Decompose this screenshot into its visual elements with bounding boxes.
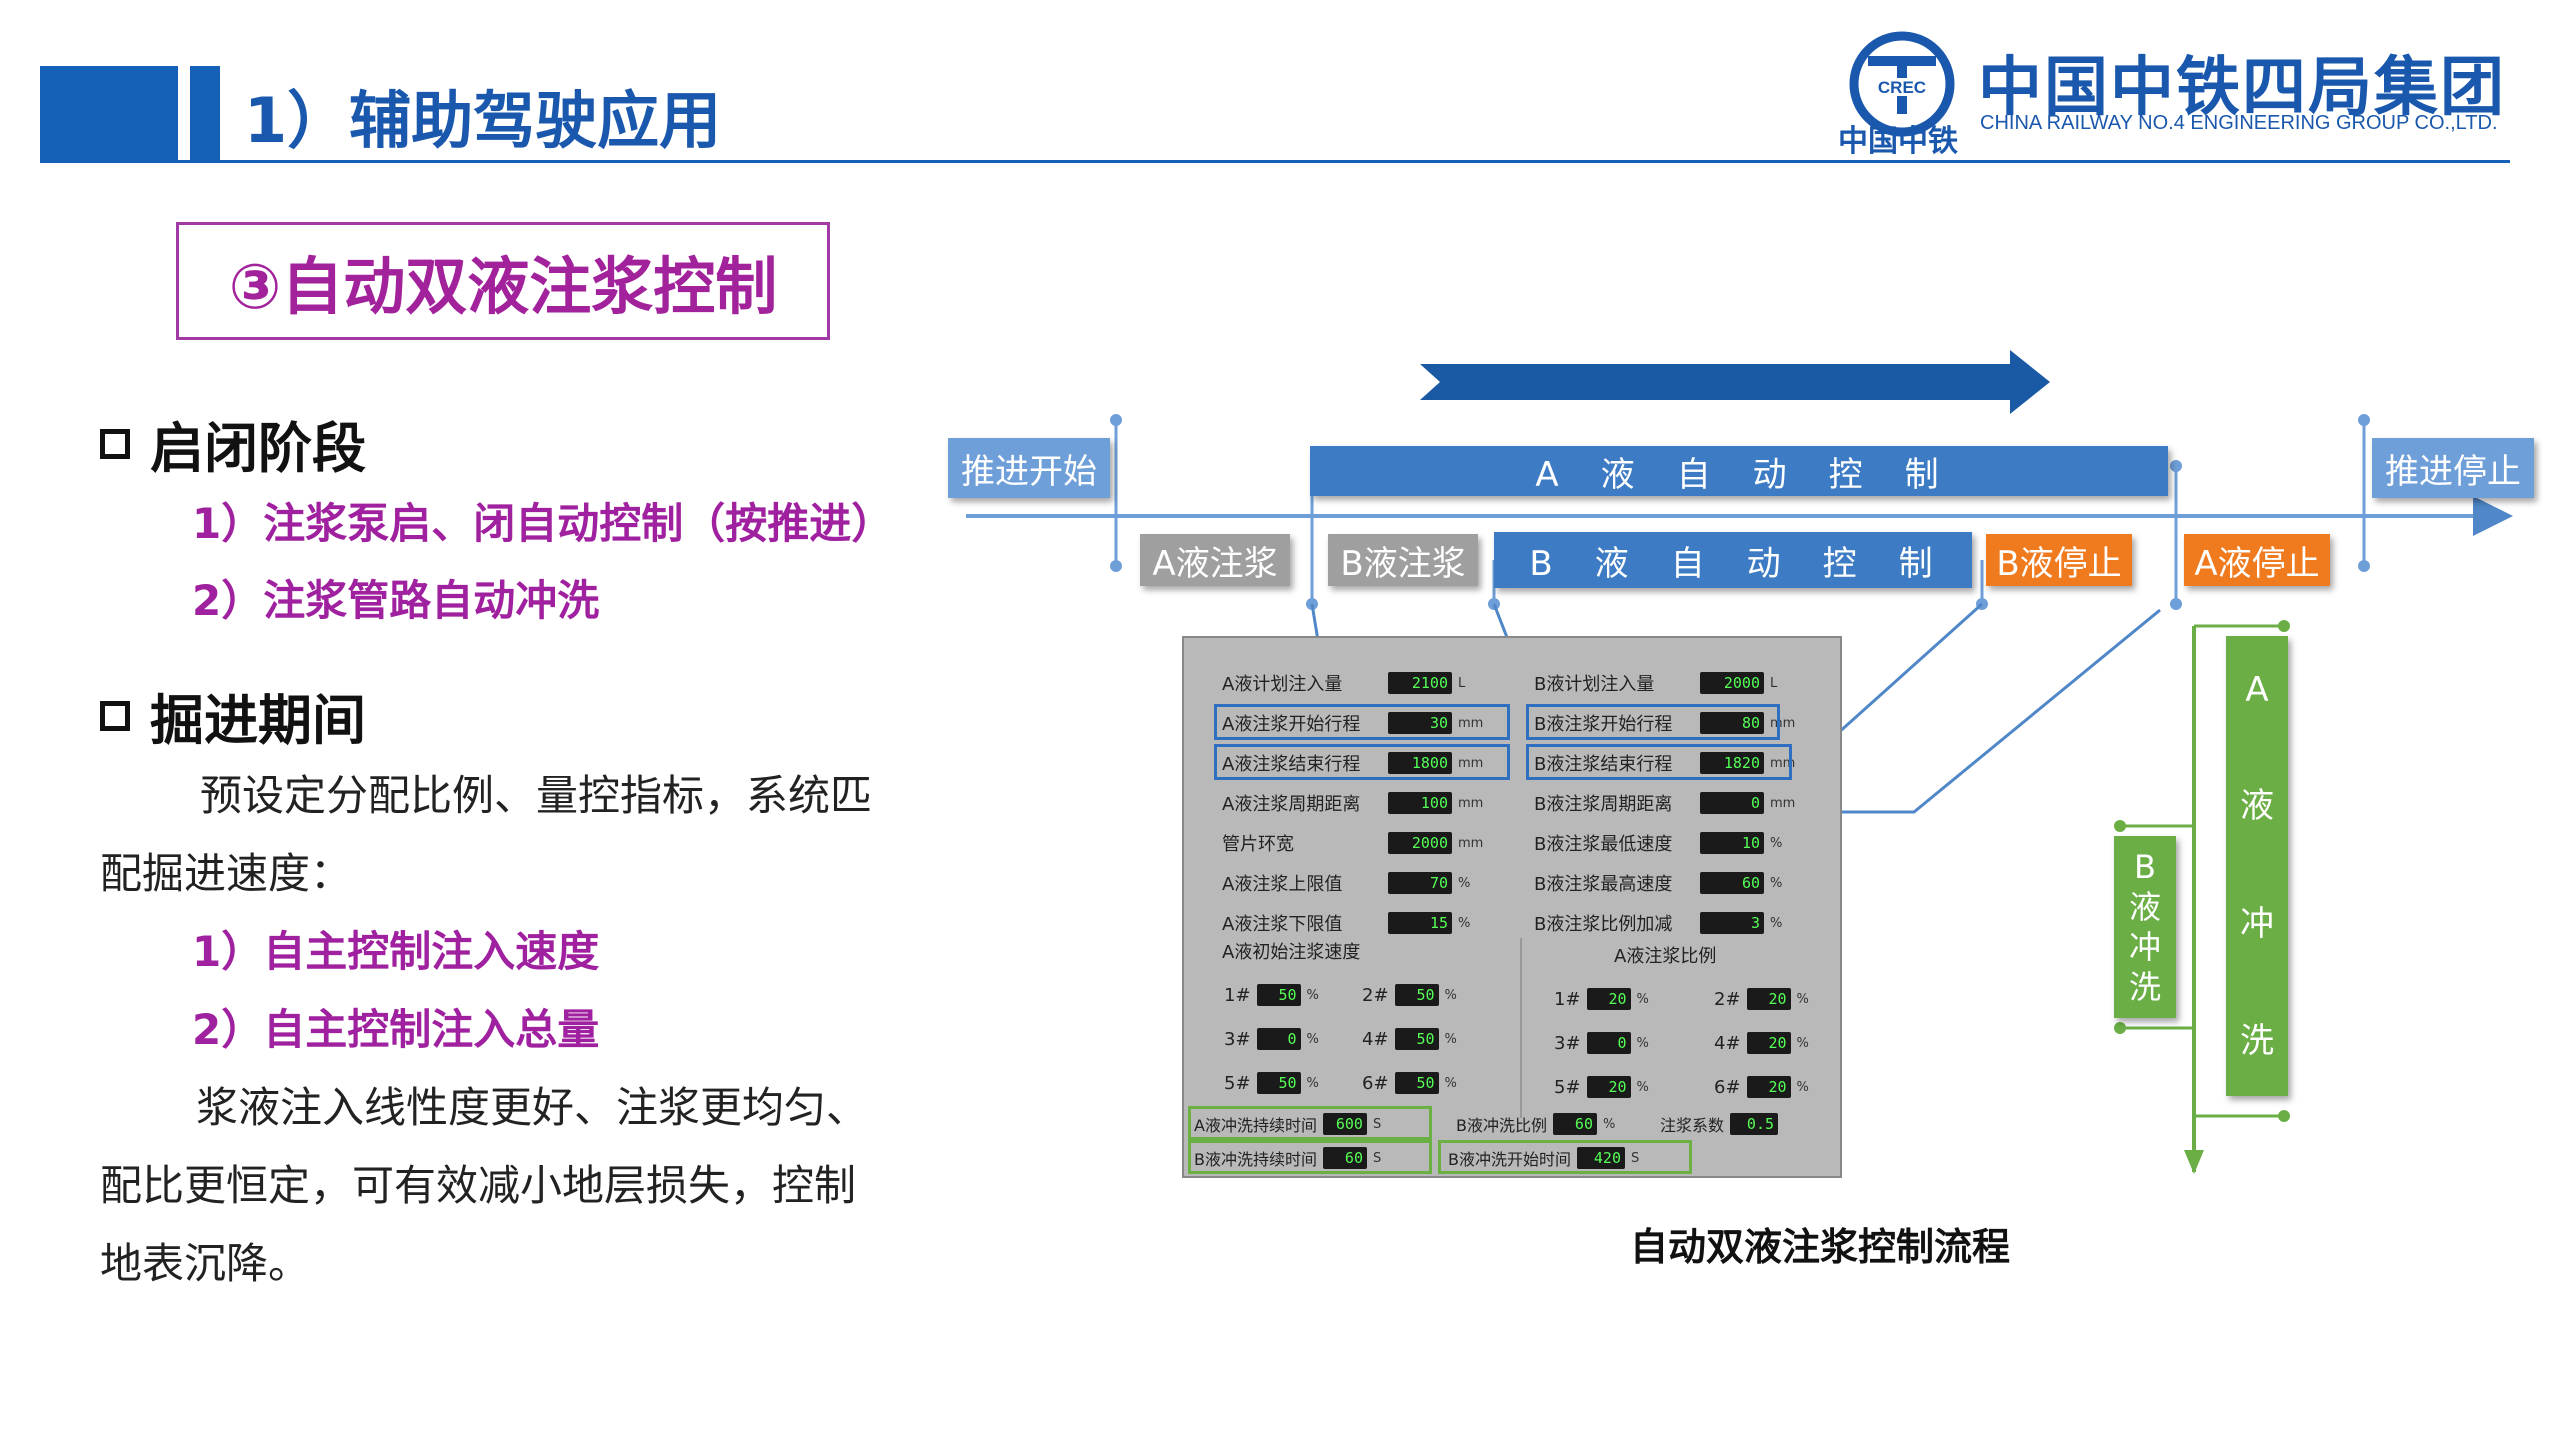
highlight-a-start — [1214, 704, 1510, 740]
body-line-2: 配掘进速度： — [100, 849, 353, 898]
crec-logo-icon: CREC — [1849, 31, 1955, 137]
body-line-4: 配比更恒定，可有效减小地层损失，控制 — [100, 1161, 857, 1210]
point-speed-control: 1）自主控制注入速度 — [192, 927, 600, 976]
section-title-box: ③自动双液注浆控制 — [176, 222, 830, 340]
highlight-b-flush-start — [1438, 1140, 1692, 1174]
tag-b-inject: B液注浆 — [1328, 534, 1478, 586]
grid-cell: 6#20% — [1714, 1076, 1809, 1098]
grid-cell: 3#0% — [1554, 1032, 1649, 1054]
grid-cell: 4#20% — [1714, 1032, 1809, 1054]
bar-a-auto-control: A 液 自 动 控 制 — [1310, 446, 2168, 496]
grid-cell: 1#20% — [1554, 988, 1649, 1010]
panel-divider — [1520, 938, 1522, 1118]
header-accent-bar-small — [190, 66, 220, 162]
highlight-b-flush-duration — [1188, 1140, 1432, 1174]
highlight-a-flush-duration — [1188, 1106, 1432, 1140]
section-title: ③自动双液注浆控制 — [228, 250, 778, 323]
header-divider — [40, 160, 2510, 163]
grid-cell: 2#20% — [1714, 988, 1809, 1010]
tag-push-start: 推进开始 — [948, 438, 1110, 498]
grid-cell: 6#50% — [1362, 1072, 1457, 1094]
point-volume-control: 2）自主控制注入总量 — [192, 1005, 600, 1054]
checkbox-square-icon — [100, 700, 130, 731]
highlight-b-start — [1526, 704, 1780, 740]
highlight-a-end — [1214, 744, 1510, 780]
grid-cell: 5#50% — [1224, 1072, 1319, 1094]
point-pipe-flush: 2）注浆管路自动冲洗 — [192, 576, 600, 625]
diagram-caption: 自动双液注浆控制流程 — [1630, 1225, 2011, 1269]
checkbox-square-icon — [100, 428, 130, 459]
grid-cell: 4#50% — [1362, 1028, 1457, 1050]
heading-startstop: 启闭阶段 — [100, 404, 366, 483]
company-name: 中国中铁四局集团 — [1978, 51, 2506, 125]
company-name-en: CHINA RAILWAY NO.4 ENGINEERING GROUP CO.… — [1980, 112, 2498, 134]
page-title: 1）辅助驾驶应用 — [244, 84, 722, 157]
grid-cell: 2#50% — [1362, 984, 1457, 1006]
right-grid-title: A液注浆比例 — [1614, 946, 1717, 967]
bar-b-auto-control: B 液 自 动 控 制 — [1494, 532, 1972, 588]
logo-mark-text: CREC — [1878, 78, 1926, 97]
logo-subtitle: 中国中铁 — [1838, 124, 1958, 159]
body-line-1: 预设定分配比例、量控指标，系统匹 — [200, 771, 873, 820]
grid-cell: 5#20% — [1554, 1076, 1649, 1098]
body-line-3: 浆液注入线性度更好、注浆更均匀、 — [196, 1083, 869, 1132]
heading-tunneling: 掘进期间 — [100, 676, 366, 755]
point-pump-control: 1）注浆泵启、闭自动控制（按推进） — [192, 499, 894, 548]
tag-b-stop: B液停止 — [1986, 534, 2132, 586]
direction-arrow-icon — [1420, 350, 2050, 414]
body-line-5: 地表沉降。 — [100, 1239, 311, 1288]
highlight-b-end — [1526, 744, 1792, 780]
tag-a-stop: A液停止 — [2184, 534, 2330, 586]
tag-push-stop: 推进停止 — [2372, 438, 2534, 498]
left-grid-title: A液初始注浆速度 — [1222, 942, 1361, 963]
header-accent-bar — [40, 66, 178, 162]
tag-a-inject: A液注浆 — [1140, 534, 1290, 586]
grid-cell: 1#50% — [1224, 984, 1319, 1006]
grid-cell: 3#0% — [1224, 1028, 1319, 1050]
